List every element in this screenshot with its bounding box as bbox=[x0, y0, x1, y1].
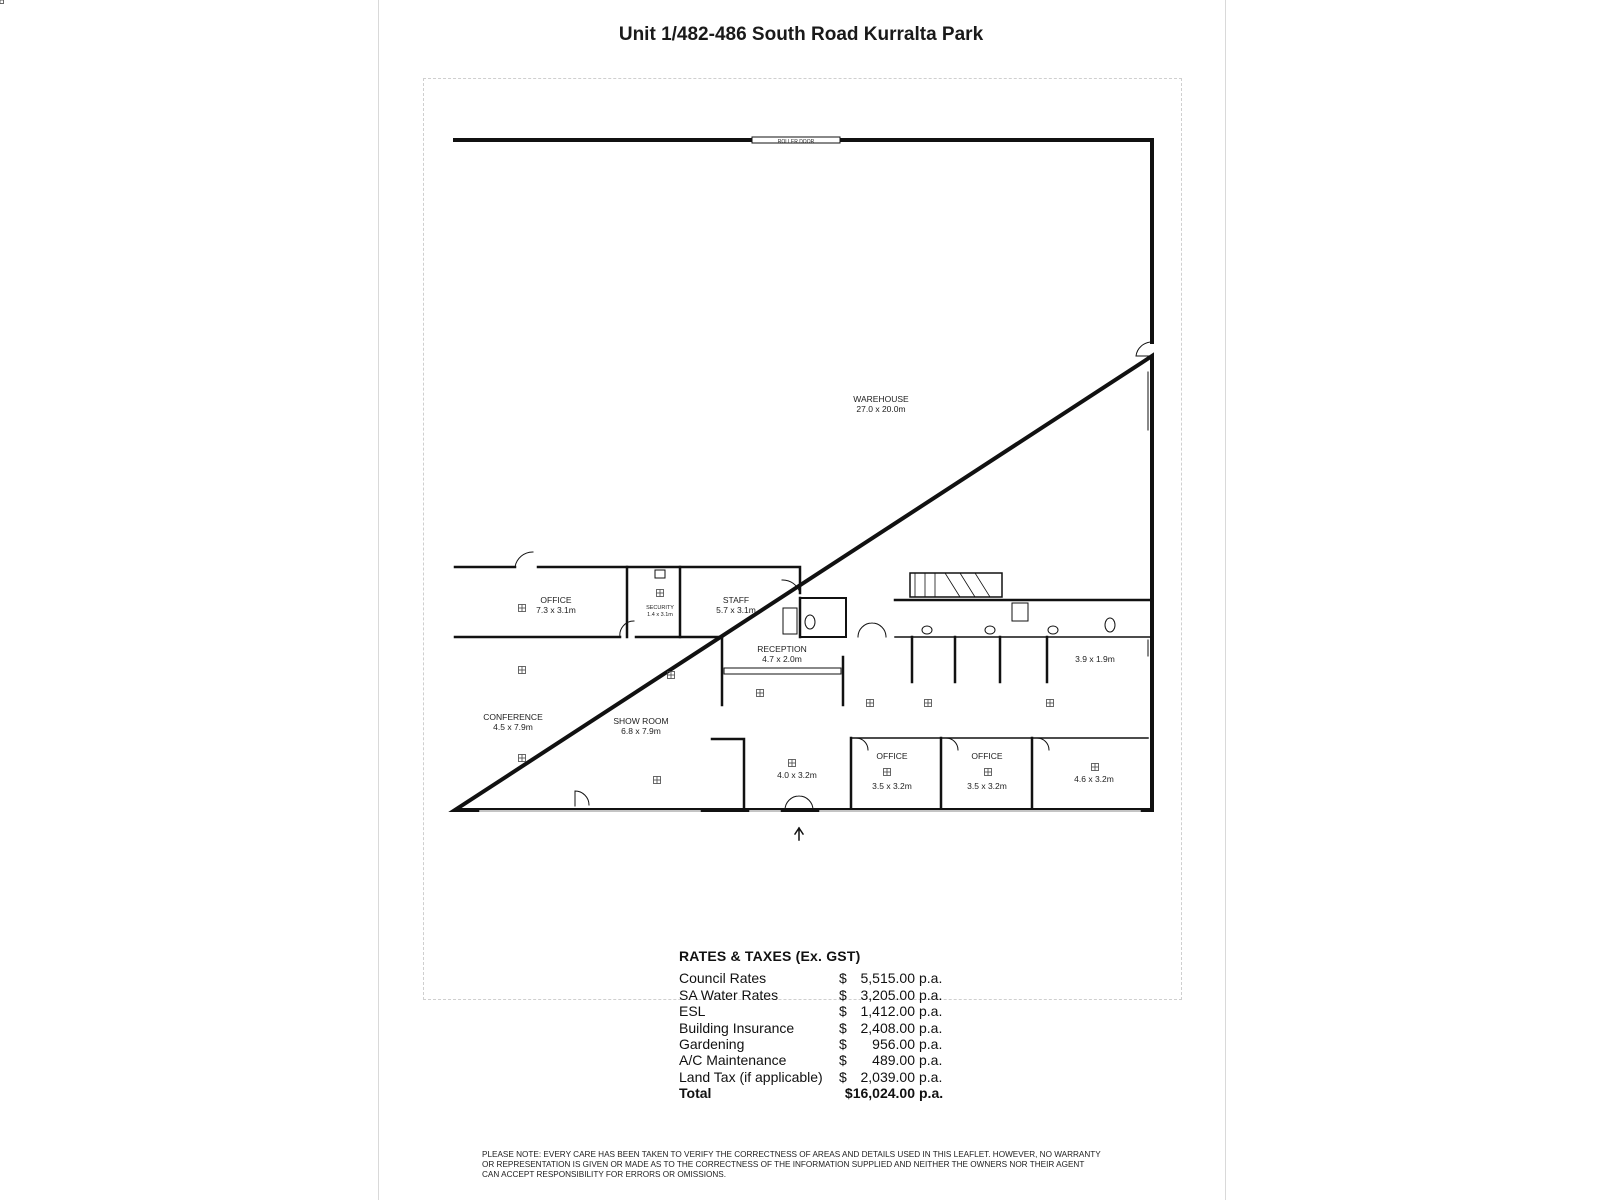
ceiling-light-icons bbox=[0, 0, 1099, 784]
room-size: 3.5 x 3.2m bbox=[967, 781, 1007, 791]
room-size: 1.4 x 3.1m bbox=[647, 612, 673, 618]
room-size: 4.7 x 2.0m bbox=[762, 654, 802, 664]
room-name: WAREHOUSE bbox=[853, 394, 909, 404]
room-size: 27.0 x 20.0m bbox=[856, 404, 905, 414]
security-door-swing bbox=[619, 620, 635, 638]
room-name: SECURITY bbox=[646, 605, 674, 611]
roller-door bbox=[751, 136, 841, 144]
stairs bbox=[909, 572, 1003, 598]
room-name: RECEPTION bbox=[757, 644, 807, 654]
room-name: SHOW ROOM bbox=[613, 716, 668, 726]
lift bbox=[1011, 602, 1029, 622]
room-size: 4.6 x 3.2m bbox=[1074, 774, 1114, 784]
showroom-wall bbox=[710, 737, 746, 812]
divider-wall bbox=[453, 565, 802, 595]
room-size: 3.5 x 3.2m bbox=[872, 781, 912, 791]
room-size: 3.9 x 1.9m bbox=[1075, 654, 1115, 664]
toilet-room bbox=[799, 597, 847, 638]
room-size: 4.5 x 7.9m bbox=[493, 722, 533, 732]
outer-wall bbox=[448, 138, 1154, 812]
roller-door-label: ROLLER DOOR bbox=[778, 139, 815, 145]
reception-counter bbox=[723, 667, 842, 675]
room-name: STAFF bbox=[723, 595, 749, 605]
room-name: OFFICE bbox=[971, 751, 1002, 761]
room-name: OFFICE bbox=[876, 751, 907, 761]
room-size: 5.7 x 3.1m bbox=[716, 605, 756, 615]
security-cabinet bbox=[654, 569, 666, 579]
room-size: 6.8 x 7.9m bbox=[621, 726, 661, 736]
rates-table: RATES & TAXES (Ex. GST) Council Rates$5,… bbox=[679, 948, 979, 1102]
staff-door-swing bbox=[781, 579, 801, 594]
plan-border bbox=[423, 78, 1182, 1000]
showroom-door bbox=[574, 790, 590, 807]
disclaimer-note: PLEASE NOTE: EVERY CARE HAS BEEN TAKEN T… bbox=[482, 1150, 1101, 1179]
kitchen-sink bbox=[782, 607, 798, 635]
office-door-swing bbox=[514, 551, 534, 568]
room-name: CONFERENCE bbox=[483, 712, 543, 722]
room-size: 7.3 x 3.1m bbox=[536, 605, 576, 615]
double-door-swing bbox=[857, 622, 887, 638]
room-name: OFFICE bbox=[540, 595, 571, 605]
entry-arrow-icon bbox=[793, 826, 805, 841]
front-office-walls bbox=[849, 736, 1034, 812]
rates-heading: RATES & TAXES (Ex. GST) bbox=[679, 948, 861, 964]
room-size: 4.0 x 3.2m bbox=[777, 770, 817, 780]
side-door bbox=[1135, 341, 1153, 357]
page-title: Unit 1/482-486 South Road Kurralta Park bbox=[618, 24, 984, 45]
entry-door bbox=[784, 795, 814, 811]
toilet-partitions bbox=[910, 635, 1049, 684]
toilet-fixture bbox=[804, 614, 816, 630]
